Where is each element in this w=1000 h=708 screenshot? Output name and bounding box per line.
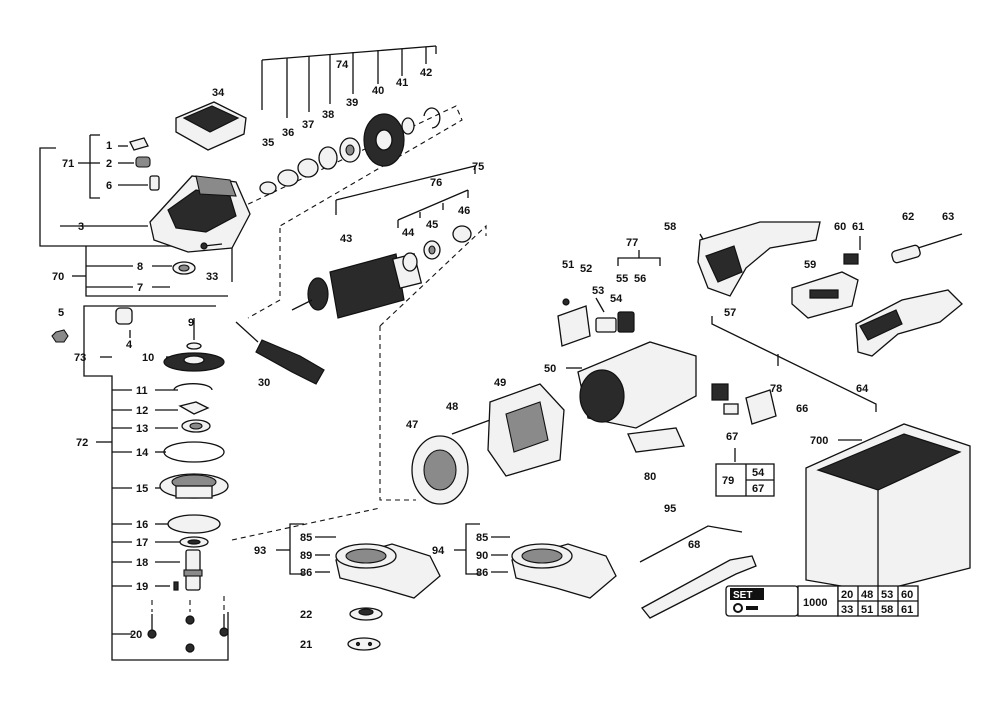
callout-22: 22 <box>300 609 312 621</box>
callout-16: 16 <box>136 519 148 531</box>
callout-51: 51 <box>562 259 574 271</box>
callout-70: 70 <box>52 271 64 283</box>
callout-61: 61 <box>852 221 864 233</box>
callout-12: 12 <box>136 405 148 417</box>
callout-49: 49 <box>494 377 506 389</box>
callout-38: 38 <box>322 109 334 121</box>
kit-box-label: 79 <box>722 475 734 487</box>
part-drawings <box>51 101 971 653</box>
set-item: 20 <box>841 589 853 601</box>
kit-box-79: 79 54 67 <box>715 463 775 497</box>
callout-36: 36 <box>282 127 294 139</box>
callout-14: 14 <box>136 447 149 459</box>
callout-9: 9 <box>188 317 194 329</box>
callout-74: 74 <box>336 59 349 71</box>
callout-60: 60 <box>834 221 846 233</box>
callout-90: 90 <box>476 550 488 562</box>
callout-11: 11 <box>136 385 148 397</box>
set-kit-box: SET 1000 20 48 53 60 33 51 58 61 <box>725 585 919 617</box>
callout-42: 42 <box>420 67 432 79</box>
callout-34: 34 <box>212 87 225 99</box>
callout-21: 21 <box>300 639 312 651</box>
callout-68: 68 <box>688 539 700 551</box>
callout-57: 57 <box>724 307 736 319</box>
callout-93: 93 <box>254 545 266 557</box>
callout-64: 64 <box>856 383 869 395</box>
callout-20: 20 <box>130 629 142 641</box>
callout-15: 15 <box>136 483 148 495</box>
callout-67: 67 <box>726 431 738 443</box>
set-item: 51 <box>861 604 873 616</box>
kit-box-item: 54 <box>752 467 765 479</box>
callout-700: 700 <box>810 435 828 447</box>
callout-labels: 74 42 41 40 39 38 37 36 35 34 1 2 6 71 3… <box>52 59 954 651</box>
callout-46: 46 <box>458 205 470 217</box>
callout-55: 55 <box>616 273 628 285</box>
callout-72: 72 <box>76 437 88 449</box>
kit-box-item: 67 <box>752 483 764 495</box>
callout-1: 1 <box>106 140 112 152</box>
callout-73: 73 <box>74 352 86 364</box>
callout-47: 47 <box>406 419 418 431</box>
callout-53: 53 <box>592 285 604 297</box>
callout-89: 89 <box>300 550 312 562</box>
callout-7: 7 <box>137 282 143 294</box>
callout-50: 50 <box>544 363 556 375</box>
callout-59: 59 <box>804 259 816 271</box>
set-item: 60 <box>901 589 913 601</box>
callout-2: 2 <box>106 158 112 170</box>
callout-63: 63 <box>942 211 954 223</box>
set-item: 61 <box>901 604 913 616</box>
set-item: 53 <box>881 589 893 601</box>
callout-5: 5 <box>58 307 64 319</box>
callout-62: 62 <box>902 211 914 223</box>
callout-18: 18 <box>136 557 148 569</box>
callout-30: 30 <box>258 377 270 389</box>
callout-77: 77 <box>626 237 638 249</box>
set-item: 58 <box>881 604 893 616</box>
callout-75: 75 <box>472 161 484 173</box>
set-icon <box>733 603 743 613</box>
callout-3: 3 <box>78 221 84 233</box>
callout-94: 94 <box>432 545 445 557</box>
callout-6: 6 <box>106 180 112 192</box>
callout-33: 33 <box>206 271 218 283</box>
callout-35: 35 <box>262 137 274 149</box>
callout-86-left: 86 <box>300 567 312 579</box>
callout-17: 17 <box>136 537 148 549</box>
set-badge: SET <box>733 590 752 601</box>
callout-95: 95 <box>664 503 676 515</box>
set-item: 33 <box>841 604 853 616</box>
callout-85-right: 85 <box>476 532 488 544</box>
callout-66: 66 <box>796 403 808 415</box>
callout-43: 43 <box>340 233 352 245</box>
bracket-lines <box>39 45 877 661</box>
callout-39: 39 <box>346 97 358 109</box>
callout-10: 10 <box>142 352 154 364</box>
callout-40: 40 <box>372 85 384 97</box>
set-item: 48 <box>861 589 873 601</box>
callout-13: 13 <box>136 423 148 435</box>
callout-19: 19 <box>136 581 148 593</box>
set-number: 1000 <box>803 597 827 609</box>
callout-85-left: 85 <box>300 532 312 544</box>
callout-78: 78 <box>770 383 782 395</box>
callout-52: 52 <box>580 263 592 275</box>
callout-48: 48 <box>446 401 458 413</box>
callout-58: 58 <box>664 221 676 233</box>
callout-37: 37 <box>302 119 314 131</box>
callout-4: 4 <box>126 339 133 351</box>
callout-80: 80 <box>644 471 656 483</box>
callout-44: 44 <box>402 227 415 239</box>
callout-8: 8 <box>137 261 143 273</box>
callout-54: 54 <box>610 293 623 305</box>
callout-56: 56 <box>634 273 646 285</box>
callout-76: 76 <box>430 177 442 189</box>
callout-71: 71 <box>62 158 74 170</box>
callout-45: 45 <box>426 219 438 231</box>
callout-86-right: 86 <box>476 567 488 579</box>
callout-41: 41 <box>396 77 408 89</box>
